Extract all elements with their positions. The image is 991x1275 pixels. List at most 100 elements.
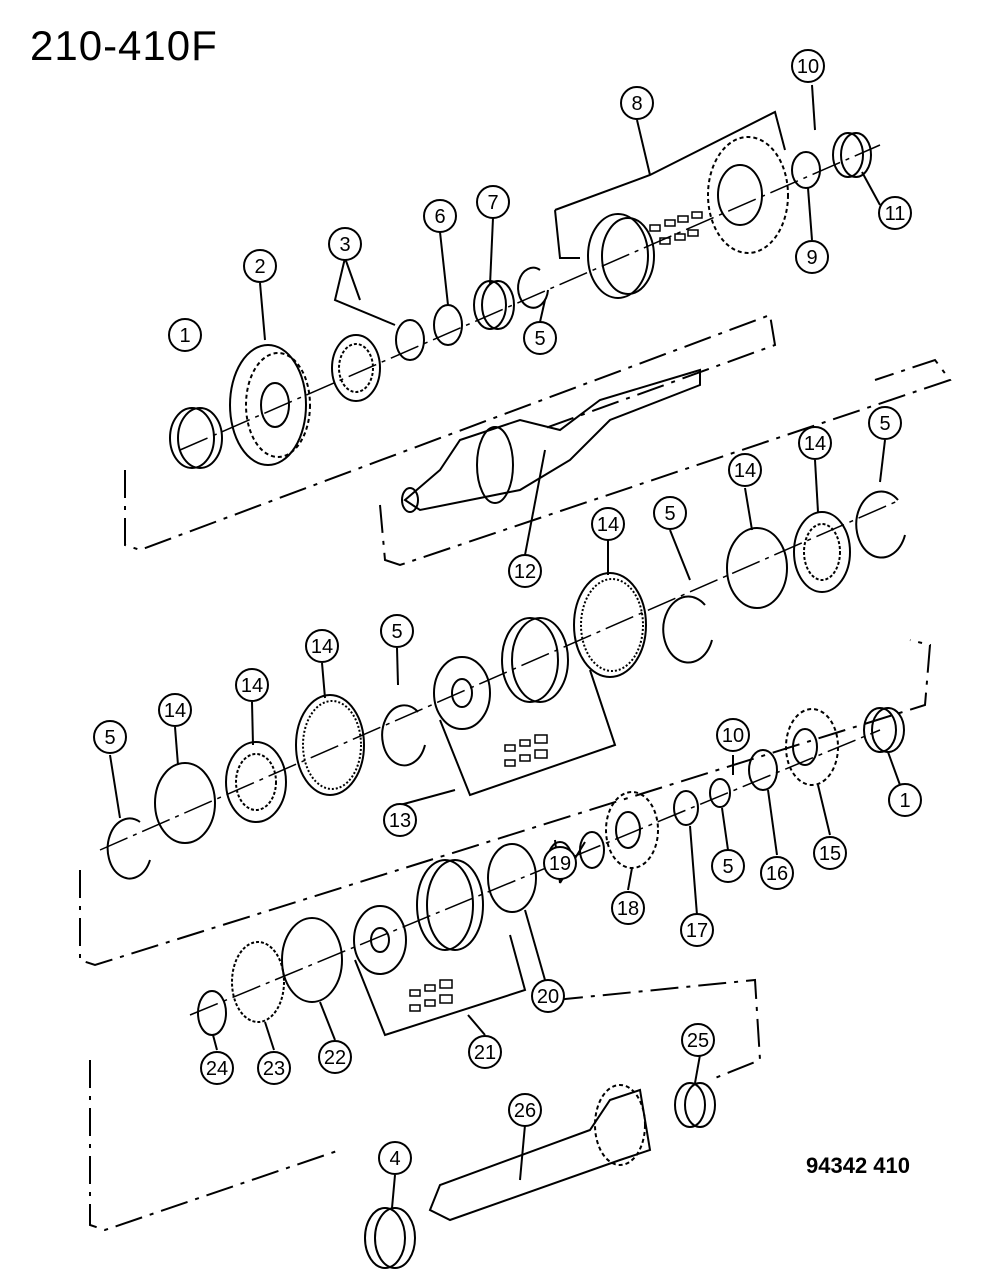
svg-text:24: 24 <box>206 1058 228 1080</box>
washer-9 <box>791 151 821 189</box>
callout-16: 16 <box>760 856 794 890</box>
callout-5-center: 5 <box>380 614 414 648</box>
synchro-sleeve-8 <box>587 213 649 299</box>
svg-text:14: 14 <box>597 514 619 536</box>
callout-18: 18 <box>611 891 645 925</box>
washer-6 <box>433 304 463 346</box>
callout-14-r2: 14 <box>728 453 762 487</box>
shaft-26 <box>428 1088 652 1222</box>
group-outline-upper <box>124 313 777 552</box>
svg-text:12: 12 <box>514 561 536 583</box>
callout-8: 8 <box>620 86 654 120</box>
svg-text:5: 5 <box>534 328 545 350</box>
svg-text:5: 5 <box>722 856 733 878</box>
callout-19: 19 <box>543 846 577 880</box>
snap-ring-5r <box>855 490 906 559</box>
callout-7: 7 <box>476 185 510 219</box>
svg-text:15: 15 <box>819 843 841 865</box>
sleeve-21 <box>416 859 474 951</box>
svg-text:22: 22 <box>324 1047 346 1069</box>
svg-text:10: 10 <box>722 725 744 747</box>
callout-22: 22 <box>318 1040 352 1074</box>
callout-10-top: 10 <box>791 49 825 83</box>
callout-21: 21 <box>468 1035 502 1069</box>
svg-text:5: 5 <box>664 503 675 525</box>
bearing-25 <box>674 1082 706 1128</box>
callout-11: 11 <box>878 196 912 230</box>
hub-21 <box>353 905 407 975</box>
callout-10-mid: 10 <box>716 718 750 752</box>
svg-text:17: 17 <box>686 920 708 942</box>
snap-ring-5c <box>381 704 426 767</box>
bearing-19b <box>579 831 605 869</box>
callout-14-r1: 14 <box>798 426 832 460</box>
bracket-13 <box>439 669 617 797</box>
bearing-1-top <box>169 407 215 469</box>
callout-2: 2 <box>243 249 277 283</box>
svg-text:5: 5 <box>879 413 890 435</box>
svg-text:6: 6 <box>434 206 445 228</box>
callout-23: 23 <box>257 1051 291 1085</box>
synchro-ring-14-mid <box>573 572 647 678</box>
svg-text:5: 5 <box>104 727 115 749</box>
svg-text:19: 19 <box>549 853 571 875</box>
svg-text:1: 1 <box>899 790 910 812</box>
synchro-ring-20 <box>487 843 537 913</box>
bracket-21 <box>354 934 527 1037</box>
figure-code: 94342 410 <box>806 1153 910 1178</box>
bearing-1-right <box>863 707 897 753</box>
callout-1-right: 1 <box>888 783 922 817</box>
callout-14-c: 14 <box>305 629 339 663</box>
svg-text:16: 16 <box>766 863 788 885</box>
svg-text:18: 18 <box>617 898 639 920</box>
snap-ring-5e <box>106 817 151 880</box>
svg-text:11: 11 <box>885 203 906 225</box>
callout-3: 3 <box>328 227 362 261</box>
ring-22 <box>281 917 343 1003</box>
main-shaft <box>403 368 701 512</box>
snap-ring-5a <box>517 266 549 309</box>
svg-text:1: 1 <box>179 325 190 347</box>
svg-text:9: 9 <box>806 247 817 269</box>
svg-text:23: 23 <box>263 1058 285 1080</box>
svg-text:14: 14 <box>804 433 826 455</box>
synchro-ring-14-c <box>295 694 365 796</box>
svg-text:14: 14 <box>164 700 186 722</box>
hub-13 <box>433 656 491 730</box>
snap-ring-5m <box>662 595 713 664</box>
svg-text:21: 21 <box>474 1042 496 1064</box>
svg-text:14: 14 <box>734 460 756 482</box>
gear-ring-14-b <box>225 741 287 823</box>
ring-3b <box>395 319 425 361</box>
svg-text:20: 20 <box>537 986 559 1008</box>
callout-15: 15 <box>813 836 847 870</box>
callout-5-left: 5 <box>93 720 127 754</box>
svg-text:26: 26 <box>514 1100 536 1122</box>
diagram-title: 210-410F <box>30 22 218 69</box>
ring-3a <box>331 334 381 402</box>
washer-16 <box>748 749 778 791</box>
svg-text:14: 14 <box>311 636 333 658</box>
washer-5-lower <box>709 778 731 808</box>
group-outline-main <box>379 358 952 567</box>
svg-text:4: 4 <box>389 1148 400 1170</box>
group-outline-middle <box>79 639 932 967</box>
svg-text:3: 3 <box>339 234 350 256</box>
svg-text:8: 8 <box>631 93 642 115</box>
svg-text:10: 10 <box>797 56 819 78</box>
callout-6: 6 <box>423 199 457 233</box>
callout-9: 9 <box>795 240 829 274</box>
sleeve-13 <box>501 617 559 703</box>
callout-5-lower: 5 <box>711 849 745 883</box>
callout-4: 4 <box>378 1141 412 1175</box>
callout-25: 25 <box>681 1023 715 1057</box>
svg-text:25: 25 <box>687 1030 709 1052</box>
callout-1-top: 1 <box>168 318 202 352</box>
svg-text:5: 5 <box>391 621 402 643</box>
synchro-ring-14-a <box>154 762 216 844</box>
synchro-ring-14-r <box>726 527 788 609</box>
callout-24: 24 <box>200 1051 234 1085</box>
callout-14-mid: 14 <box>591 507 625 541</box>
callout-17: 17 <box>680 913 714 947</box>
